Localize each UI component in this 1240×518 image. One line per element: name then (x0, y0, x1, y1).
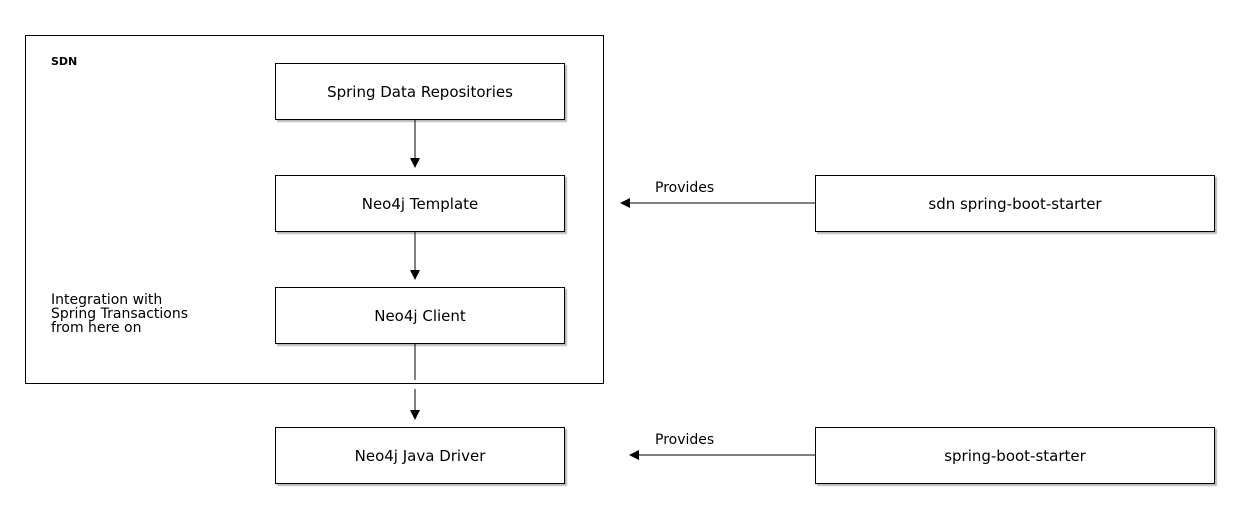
transactions-note: Integration with Spring Transactions fro… (51, 293, 188, 335)
node-neo4j-client-label: Neo4j Client (374, 306, 466, 325)
edge-label-provides-bottom: Provides (655, 432, 715, 448)
node-sdn-spring-boot-starter: sdn spring-boot-starter (815, 175, 1215, 232)
edge-label-provides-top: Provides (655, 180, 715, 196)
node-neo4j-client: Neo4j Client (275, 287, 565, 344)
node-neo4j-template: Neo4j Template (275, 175, 565, 232)
transactions-note-line-3: from here on (51, 320, 142, 336)
transactions-note-line-1: Integration with (51, 292, 163, 308)
node-neo4j-java-driver: Neo4j Java Driver (275, 427, 565, 484)
node-spring-boot-starter-label: spring-boot-starter (944, 446, 1086, 465)
node-spring-data-repositories-label: Spring Data Repositories (327, 82, 513, 101)
node-neo4j-template-label: Neo4j Template (361, 194, 479, 213)
transactions-note-line-2: Spring Transactions (51, 306, 189, 322)
node-sdn-spring-boot-starter-label: sdn spring-boot-starter (928, 194, 1102, 213)
node-spring-boot-starter: spring-boot-starter (815, 427, 1215, 484)
sdn-container-label: SDN (51, 55, 78, 68)
node-neo4j-java-driver-label: Neo4j Java Driver (354, 446, 486, 465)
node-spring-data-repositories: Spring Data Repositories (275, 63, 565, 120)
